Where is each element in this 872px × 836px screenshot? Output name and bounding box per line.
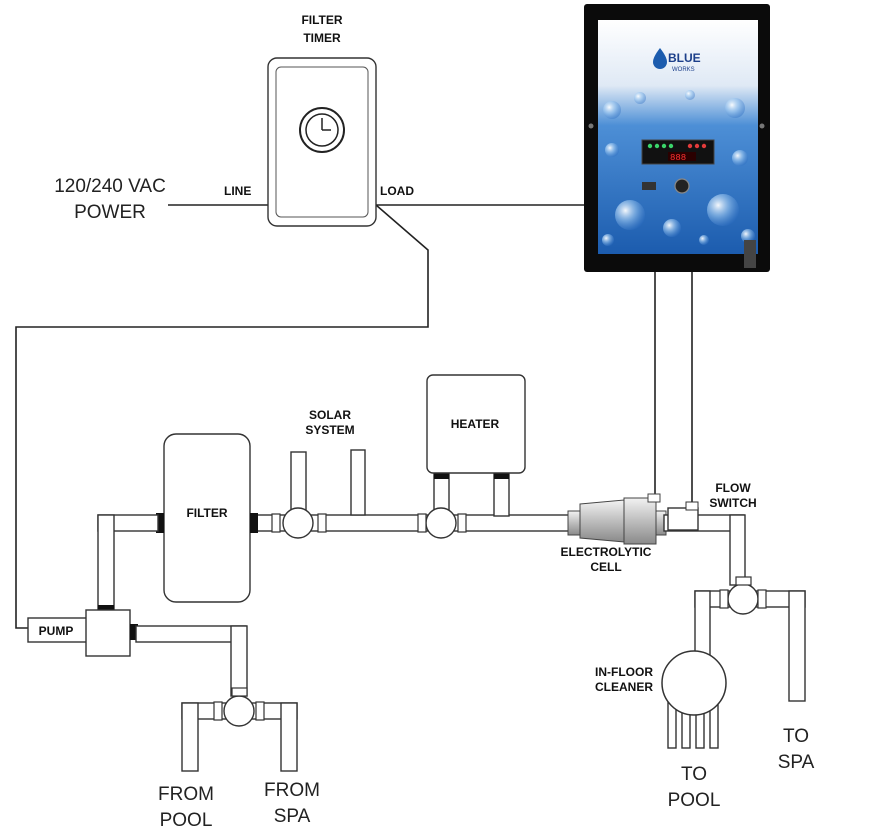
- solar-valve: [271, 507, 327, 539]
- electrical-wiring: [15, 204, 693, 629]
- cable-gland: [744, 240, 756, 268]
- load-to-pump-wire: [15, 204, 429, 629]
- from-spa-label: SPA: [274, 806, 311, 827]
- display-readout: 888: [670, 153, 686, 163]
- water-drops: [602, 90, 755, 246]
- line-label: LINE: [224, 184, 251, 198]
- status-led: [647, 143, 653, 149]
- from-pool-label: FROM: [158, 784, 214, 805]
- to-spa-label: SPA: [778, 752, 815, 773]
- mount-screw: [588, 123, 594, 129]
- from-pool-pipe: [181, 702, 199, 772]
- pump-discharge-pipe: [97, 514, 115, 612]
- clock-icon: [299, 107, 345, 153]
- from-spa-pipe: [280, 702, 298, 772]
- return-valve: [719, 576, 767, 615]
- filter-timer-label: TIMER: [303, 31, 341, 45]
- in-floor-cleaner-label: IN-FLOOR: [595, 665, 653, 679]
- blue-works-logo: BLUE WORKS: [653, 48, 701, 73]
- filter-timer-label: FILTER: [301, 13, 342, 27]
- suction-riser-pipe: [230, 625, 248, 697]
- pump-label: PUMP: [39, 624, 74, 638]
- solar-return-pipe: [350, 449, 366, 516]
- brand-subname: WORKS: [672, 67, 695, 73]
- pump: [27, 609, 138, 657]
- return-riser-pipe: [729, 514, 746, 586]
- brand-name: BLUE: [668, 51, 701, 65]
- control-knob: [674, 178, 690, 194]
- status-led: [694, 143, 700, 149]
- heater-outlet-pipe: [493, 473, 510, 517]
- status-led: [687, 143, 693, 149]
- switch: [642, 182, 656, 190]
- from-pool-label: POOL: [160, 810, 213, 831]
- to-pool-label: TO: [681, 764, 707, 785]
- pump-suction-pipe: [135, 625, 247, 643]
- status-led: [654, 143, 660, 149]
- to-pool-label: POOL: [668, 790, 721, 811]
- from-spa-label: FROM: [264, 780, 320, 801]
- chlorinator-controller: BLUE WORKS 888: [584, 4, 770, 272]
- to-spa-pipe: [788, 590, 806, 702]
- display-panel: 888: [641, 139, 715, 165]
- solar-label: SOLAR: [309, 408, 351, 422]
- heater-valve: [417, 507, 467, 539]
- to-spa-label: TO: [783, 726, 809, 747]
- electrolytic-cell-label: ELECTROLYTIC: [561, 545, 652, 559]
- solar-label: SYSTEM: [305, 423, 354, 437]
- filter-label: FILTER: [186, 506, 227, 520]
- electrolytic-cell-label: CELL: [590, 560, 621, 574]
- power-label: POWER: [74, 202, 146, 223]
- status-led: [661, 143, 667, 149]
- mount-screw: [759, 123, 765, 129]
- labels: FILTER TIMER 120/240 VAC POWER LINE LOAD…: [39, 13, 815, 831]
- heater-label: HEATER: [451, 417, 500, 431]
- filter-timer: [267, 57, 377, 227]
- solar-supply-pipe: [290, 451, 307, 517]
- flow-switch-label: SWITCH: [709, 496, 756, 510]
- electrolytic-cell: [567, 493, 667, 545]
- heater-unit: [426, 374, 526, 474]
- status-led: [668, 143, 674, 149]
- load-label: LOAD: [380, 184, 414, 198]
- flow-switch: [667, 501, 699, 531]
- power-label: 120/240 VAC: [54, 176, 166, 197]
- plumbing: [27, 374, 806, 772]
- suction-valve: [213, 687, 265, 727]
- status-led: [701, 143, 707, 149]
- in-floor-cleaner: [661, 650, 727, 749]
- in-floor-cleaner-label: CLEANER: [595, 680, 653, 694]
- flow-switch-label: FLOW: [715, 481, 751, 495]
